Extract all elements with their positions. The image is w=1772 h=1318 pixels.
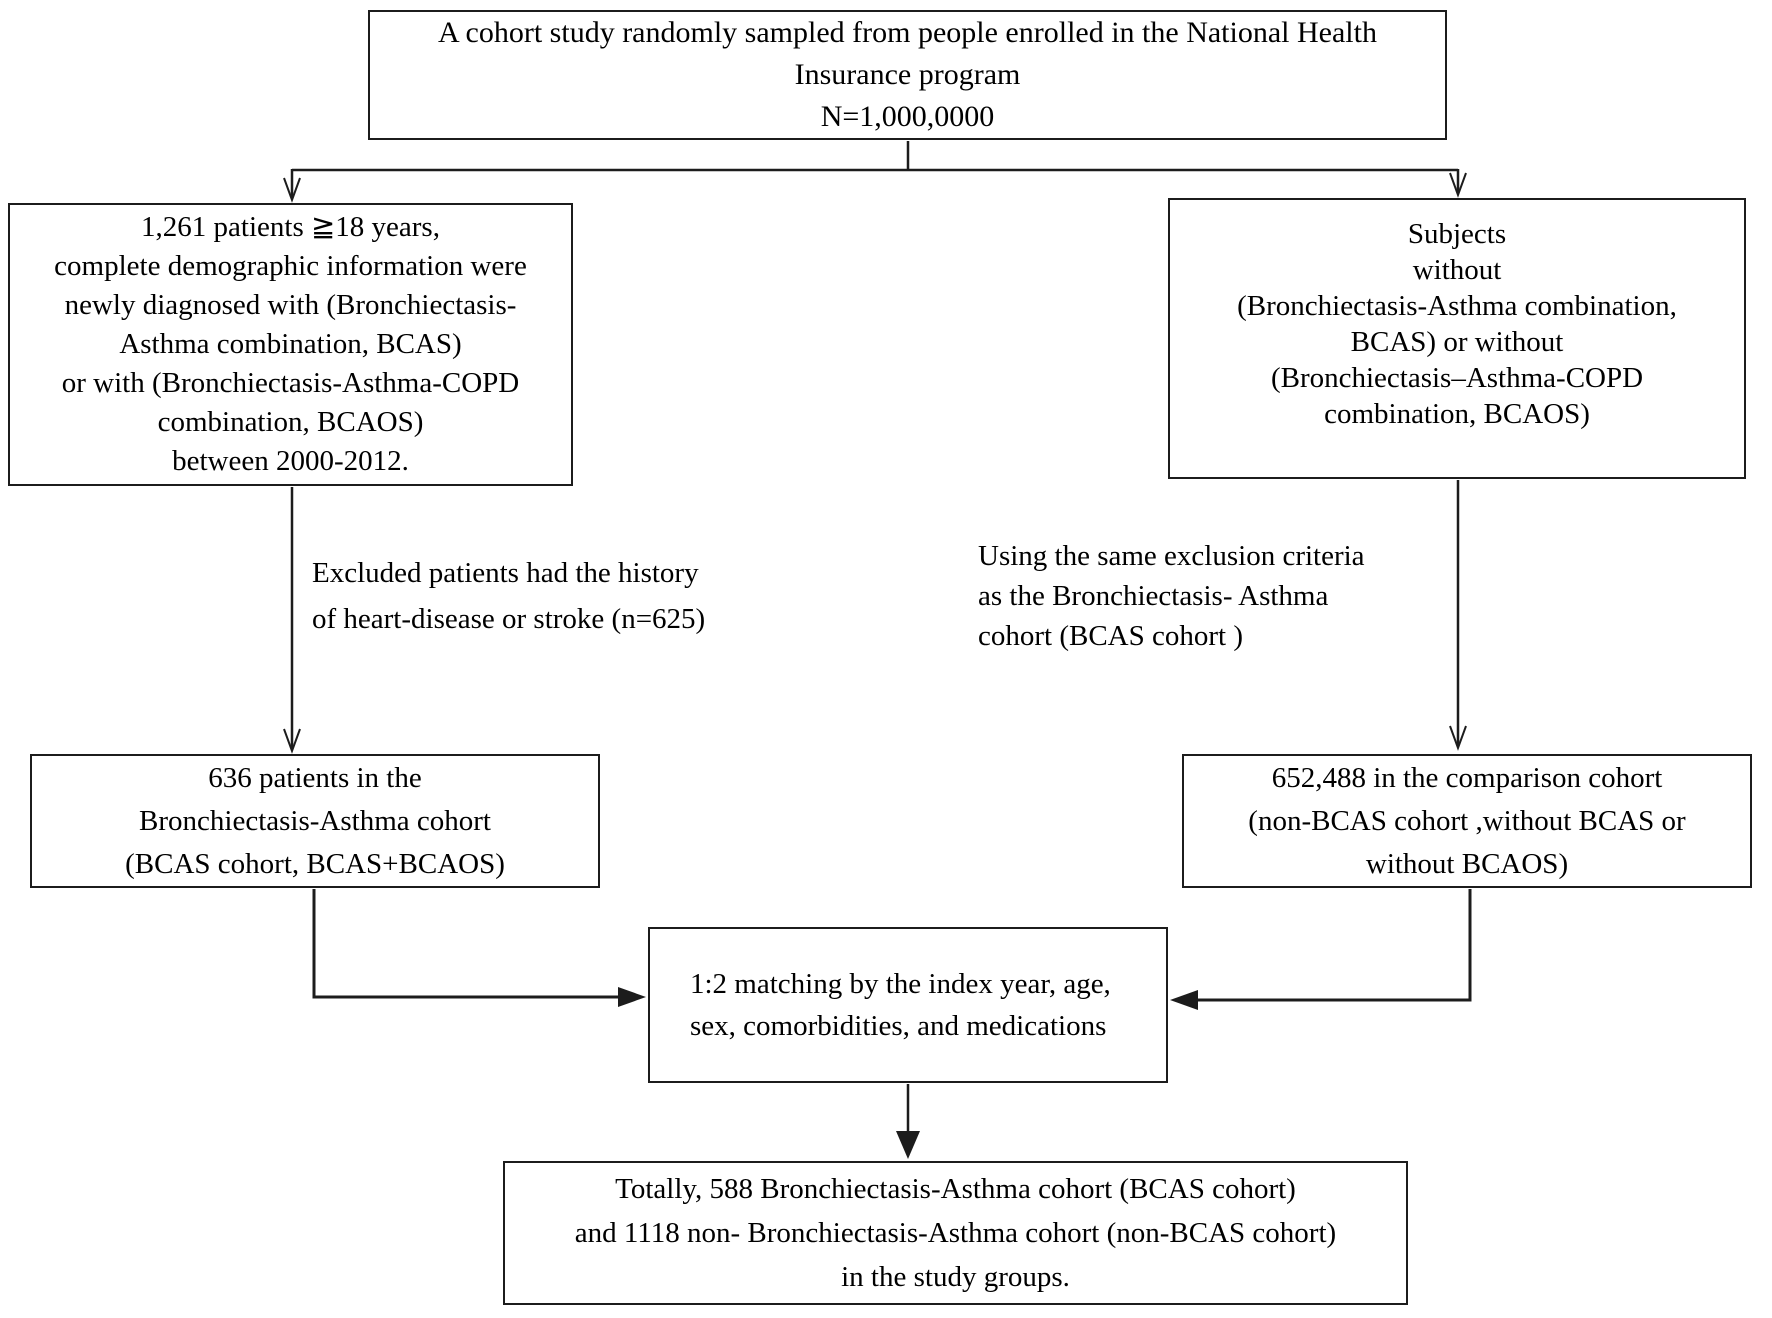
final-study-groups-text: Totally, 588 Bronchiectasis-Asthma cohor…: [574, 1173, 1337, 1293]
arrowhead-into-right-cohort: [1449, 172, 1467, 198]
arrowhead-into-left-result: [283, 728, 301, 754]
comparison-subjects-text: Subjects without (Bronchiectasis-Asthma …: [1237, 218, 1677, 430]
comparison-cohort-box: 652,488 in the comparison cohort (non-BC…: [1182, 754, 1752, 888]
matching-text: 1:2 matching by the index year, age, sex…: [690, 968, 1111, 1042]
connector-left-result-to-matching: [312, 889, 622, 999]
right-exclusion-label: Using the same exclusion criteria as the…: [978, 540, 1365, 652]
connector-right-result-to-matching: [1194, 889, 1472, 1002]
arrowhead-into-right-result: [1449, 725, 1467, 751]
matching-box: 1:2 matching by the index year, age, sex…: [648, 927, 1168, 1083]
bcas-candidates-text: 1,261 patients ≧18 years, complete demog…: [54, 211, 527, 477]
bcas-cohort-text: 636 patients in the Bronchiectasis-Asthm…: [125, 761, 505, 880]
final-study-groups-box: Totally, 588 Bronchiectasis-Asthma cohor…: [503, 1161, 1408, 1305]
arrowhead-into-final: [896, 1131, 920, 1159]
arrowhead-into-matching-left: [618, 987, 646, 1007]
arrowhead-into-matching-right: [1170, 990, 1198, 1010]
source-population-box: A cohort study randomly sampled from peo…: [368, 10, 1447, 140]
comparison-subjects-box: Subjects without (Bronchiectasis-Asthma …: [1168, 198, 1746, 479]
source-population-text: A cohort study randomly sampled from peo…: [438, 16, 1377, 133]
comparison-cohort-text: 652,488 in the comparison cohort (non-BC…: [1248, 761, 1686, 880]
arrowhead-into-left-cohort: [283, 177, 301, 203]
bcas-cohort-box: 636 patients in the Bronchiectasis-Asthm…: [30, 754, 600, 888]
left-exclusion-label: Excluded patients had the history of hea…: [312, 557, 706, 635]
bcas-candidates-box: 1,261 patients ≧18 years, complete demog…: [8, 203, 573, 486]
